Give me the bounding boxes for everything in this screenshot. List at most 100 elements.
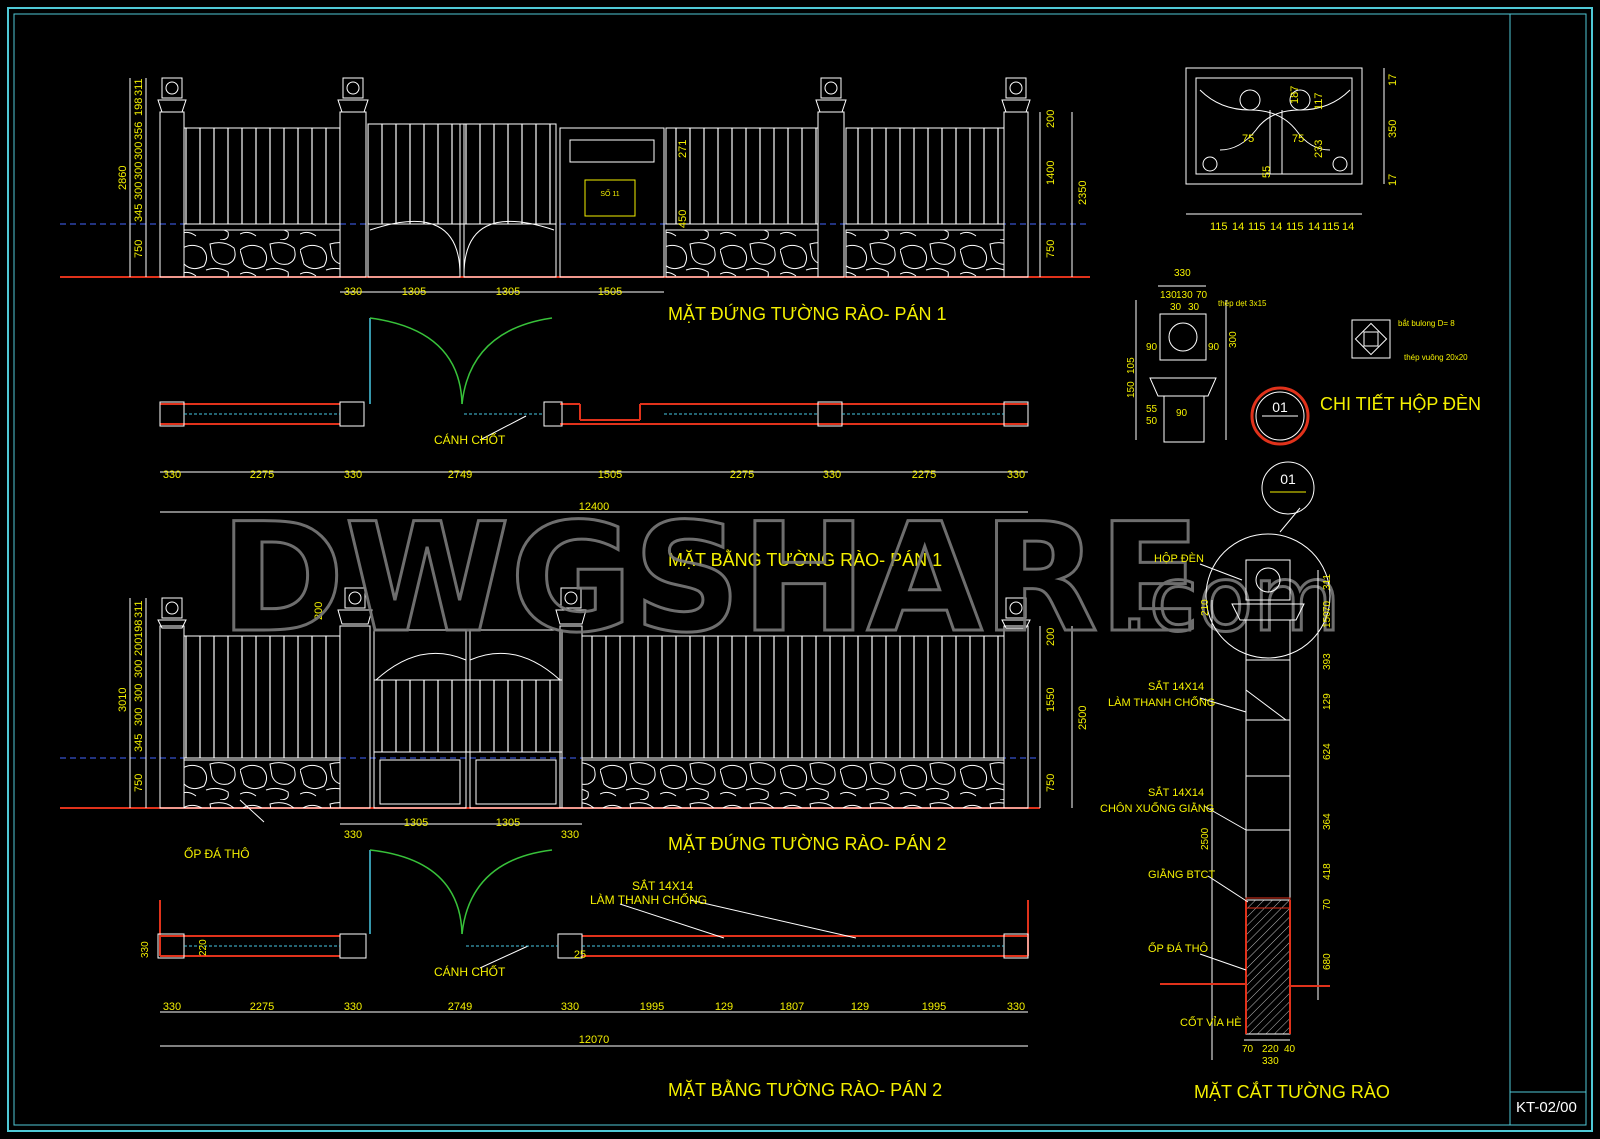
- dim: 1505: [598, 469, 622, 481]
- callout-chon-xuong: CHÔN XUỐNG GIẰNG: [1100, 801, 1214, 815]
- wall-section: 01: [1160, 461, 1331, 1060]
- dim: 70: [1242, 1044, 1254, 1055]
- callout-sat-14-b: SẮT 14X14: [1148, 680, 1204, 693]
- dim: 129: [1322, 693, 1333, 710]
- dim: 198: [133, 98, 145, 116]
- bubble-2-label: 01: [1280, 471, 1296, 487]
- dim: 350: [1387, 120, 1399, 138]
- dim: 220: [198, 939, 209, 956]
- elevation-1: [60, 77, 1090, 293]
- dim: 356: [133, 122, 145, 140]
- dim: 12400: [579, 501, 610, 513]
- dim: 130: [1176, 290, 1193, 301]
- dim: 75: [1292, 133, 1304, 145]
- callout-giang-btct: GIẰNG BTCT: [1148, 868, 1216, 881]
- dim: 200: [1045, 110, 1057, 128]
- dim: 330: [163, 1001, 181, 1013]
- sheet-frame: [7, 7, 1593, 1132]
- dim: 330: [140, 941, 151, 958]
- gate-1: [367, 123, 557, 278]
- dim: 1807: [780, 1001, 804, 1013]
- plan1-dims: 330 2275 330 2749 1505 2275 330 2275 330…: [163, 469, 1025, 513]
- dim: 14: [1270, 221, 1282, 233]
- bubble-1-label: 01: [1272, 399, 1288, 415]
- dim: 330: [163, 469, 181, 481]
- dim: 311: [133, 78, 145, 96]
- dim: 17: [1387, 74, 1399, 86]
- callout-op-da-tho: ỐP ĐÁ THÔ: [184, 846, 250, 861]
- dim: 75: [1242, 133, 1254, 145]
- dim: 450: [677, 210, 689, 228]
- dim: 418: [1322, 863, 1333, 880]
- dim: 300: [133, 142, 145, 160]
- dim: 1995: [640, 1001, 664, 1013]
- dim: 14: [1232, 221, 1244, 233]
- dim: 90: [1146, 342, 1158, 353]
- dim: 2500: [1200, 827, 1211, 850]
- elevation-2: [60, 587, 1073, 825]
- dim: 2275: [250, 469, 274, 481]
- dim: 330: [561, 829, 579, 841]
- dim: 200: [1045, 628, 1057, 646]
- dim: 210: [1200, 599, 1211, 616]
- dim: 115: [1322, 221, 1340, 233]
- dim: 233: [1313, 140, 1325, 158]
- dim: 2860: [117, 166, 129, 190]
- elev2-dims-left: 311 198 200 300 300 300 345 750 3010 200: [117, 600, 325, 792]
- dim: 1305: [496, 286, 520, 298]
- dim: 150: [1126, 381, 1137, 398]
- dim: 70: [1322, 600, 1333, 612]
- ornament-dims: 115 14 115 14 115 14 115 14 75 75 117 23…: [1210, 74, 1399, 233]
- dim: 55: [1146, 404, 1158, 415]
- dim: 750: [133, 240, 145, 258]
- plan-1: [159, 317, 1029, 513]
- dim: 1400: [1045, 161, 1057, 185]
- dim: 330: [1007, 1001, 1025, 1013]
- dim: 30: [1188, 302, 1200, 313]
- callout-lam-thanh-chong-a: LÀM THANH CHỐNG: [590, 892, 707, 907]
- title-plan-1: MẶT BẰNG TƯỜNG RÀO- PÁN 1: [668, 549, 942, 570]
- dim: 150: [1322, 611, 1333, 628]
- callout-sat-14-a: SẮT 14X14: [632, 878, 693, 893]
- dim: 624: [1322, 743, 1333, 760]
- dim: 345: [133, 204, 145, 222]
- dim: 115: [1248, 221, 1266, 233]
- plaque-text: SỐ 11: [600, 188, 619, 198]
- dim: 300: [133, 162, 145, 180]
- dim: 330: [344, 1001, 362, 1013]
- dim: 330: [1174, 268, 1191, 279]
- dim: 2749: [448, 469, 472, 481]
- title-plan-2: MẶT BẰNG TƯỜNG RÀO- PÁN 2: [668, 1079, 942, 1100]
- dim: 750: [1045, 774, 1057, 792]
- dim: 70: [1196, 290, 1208, 301]
- title-elevation-1: MẶT ĐỨNG TƯỜNG RÀO- PÁN 1: [668, 303, 947, 324]
- dim: 14: [1342, 221, 1354, 233]
- dim: 1305: [496, 817, 520, 829]
- dim: 750: [1045, 240, 1057, 258]
- dim: 330: [344, 829, 362, 841]
- plan2-dims: 330 2275 330 2749 330 1995 129 1807 129 …: [163, 949, 1025, 1046]
- dim: 55: [1261, 166, 1273, 178]
- callout-lam-thanh-chong-b: LÀM THANH CHỐNG: [1108, 695, 1215, 709]
- dim: 2749: [448, 1001, 472, 1013]
- dim: 364: [1322, 813, 1333, 830]
- watermark: DWGSHARE .com: [219, 491, 1343, 668]
- title-lamp-detail: CHI TIẾT HỘP ĐÈN: [1320, 393, 1481, 414]
- detail-bubble-1: 01: [1250, 386, 1310, 446]
- dim: 2275: [250, 1001, 274, 1013]
- dim: 330: [823, 469, 841, 481]
- elev1-dims-bottom: 330 1305 1305 1505: [344, 286, 622, 298]
- elev2-dims-bottom: 330 1305 1305 330: [344, 817, 579, 841]
- dim: 130: [1160, 290, 1177, 301]
- dim: 311: [133, 600, 145, 618]
- dim: 750: [133, 774, 145, 792]
- dim: 1995: [922, 1001, 946, 1013]
- dim: 12070: [579, 1034, 610, 1046]
- dim: 393: [1322, 653, 1333, 670]
- dim: 129: [851, 1001, 869, 1013]
- dim: 330: [1262, 1056, 1279, 1067]
- dim: 129: [715, 1001, 733, 1013]
- title-section: MẶT CẮT TƯỜNG RÀO: [1194, 1081, 1390, 1102]
- dim: 14: [1308, 221, 1320, 233]
